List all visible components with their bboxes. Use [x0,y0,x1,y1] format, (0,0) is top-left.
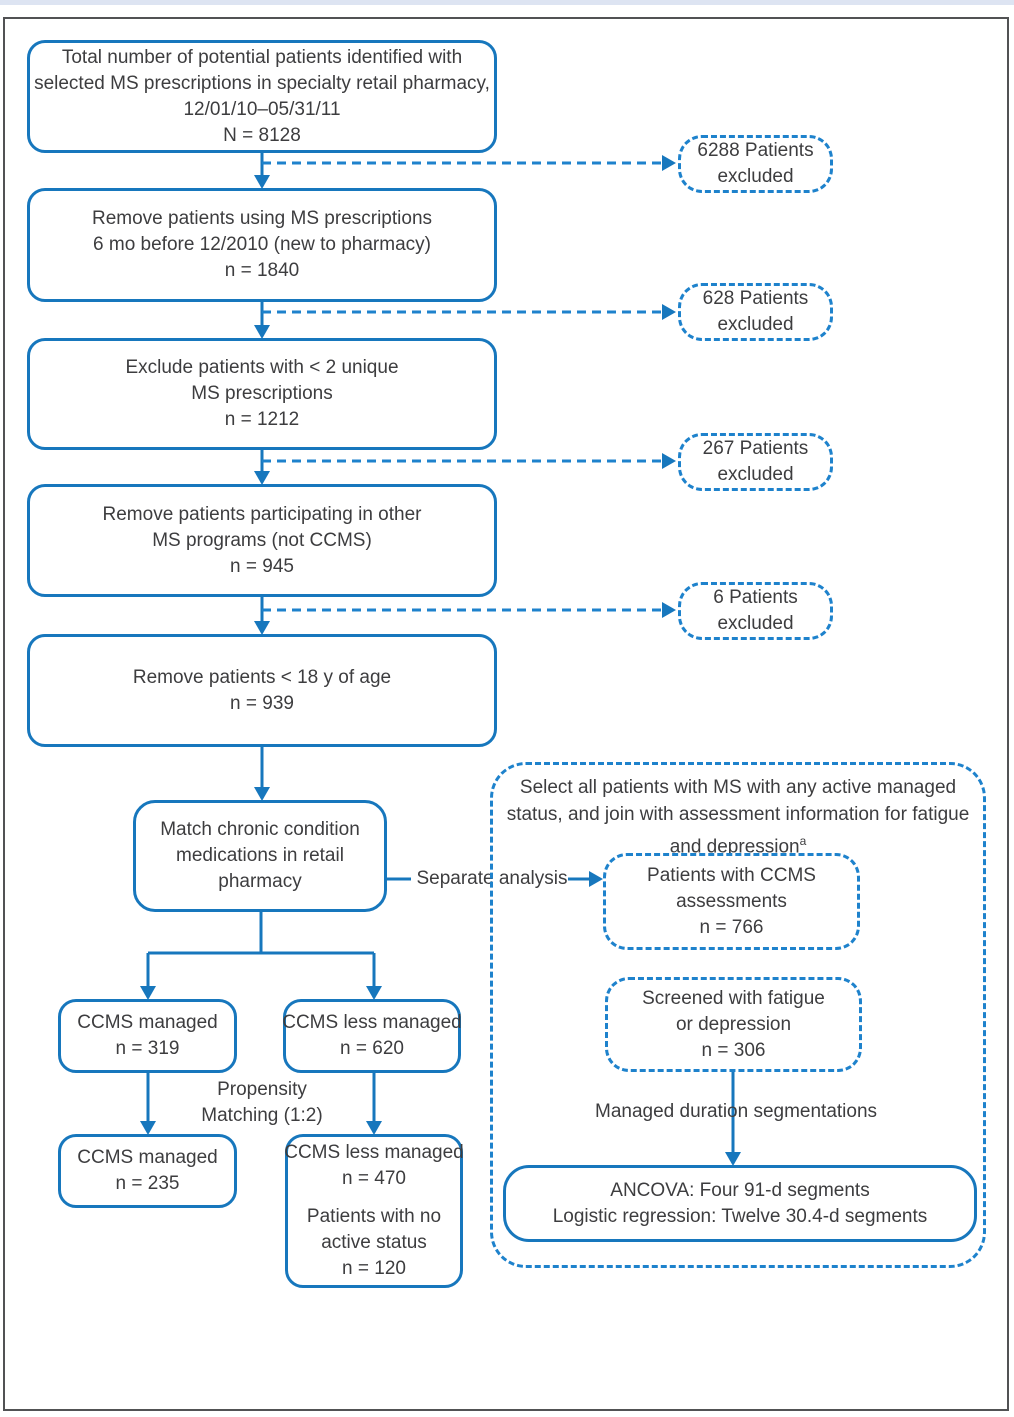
box-text-line: medications in retail [176,845,344,866]
box-remove-new-to-pharmacy: Remove patients using MS prescriptions 6… [27,188,497,302]
box-text-line: 6 mo before 12/2010 (new to pharmacy) [93,234,431,255]
box-count: n = 620 [340,1038,404,1059]
box-text-line: Exclude patients with < 2 unique [125,357,399,378]
box-count: n = 766 [699,916,764,938]
label-line: Propensity [217,1079,307,1100]
box-text-line: Logistic regression: Twelve 30.4-d segme… [552,1205,928,1227]
box-text-line: Patients with CCMS [647,864,816,886]
box-ancova-segments: ANCOVA: Four 91-d segments Logistic regr… [503,1165,977,1242]
box-text-line: Screened with fatigue [642,987,825,1009]
box-text-line: Match chronic condition [160,819,360,840]
box-ccms-less-managed-470: CCMS less managed n = 470 Patients with … [284,1134,464,1288]
box-text-line: MS programs (not CCMS) [152,529,372,551]
panel-heading-line: Select all patients with MS with any act… [519,777,957,798]
box-screened-fatigue-depression-306: Screened with fatigue or depression n = … [605,977,862,1072]
box-text-line: CCMS managed [77,1147,218,1168]
panel-separate-analysis [490,762,986,1268]
box-text-line: Remove patients < 18 y of age [132,666,392,688]
box-count: n = 939 [230,692,294,714]
excluded-label: excluded [717,314,794,335]
box-count: n = 470 [342,1168,406,1189]
box-count: n = 1840 [224,260,300,281]
box-excluded-628: 628 Patients excluded [678,283,833,341]
box-count: n = 945 [230,555,294,577]
panel-heading-line: status, and join with assessment informa… [506,804,970,825]
box-text-line: CCMS managed [77,1012,218,1033]
box-text-line: 12/01/10–05/31/11 [183,98,341,120]
box-text-line: CCMS less managed [284,1142,464,1163]
excluded-count: 6288 Patients [697,140,814,161]
panel-heading-line: and depressiona [669,834,807,858]
box-text-line: assessments [676,890,787,912]
panel-heading: Select all patients with MS with any act… [498,774,978,860]
top-accent-bar [0,0,1014,5]
label-propensity-matching: Propensity Matching (1:2) [182,1077,342,1129]
box-text-line: Remove patients using MS prescriptions [91,208,433,229]
box-count: n = 306 [701,1039,766,1061]
box-text-line: Patients with no [306,1206,442,1227]
box-text-line: ANCOVA: Four 91-d segments [610,1179,870,1201]
box-text-line: CCMS less managed [282,1012,462,1033]
box-count: n = 1212 [224,409,300,430]
box-count: n = 319 [115,1038,180,1059]
box-excluded-6: 6 Patients excluded [678,582,833,640]
box-text-line: active status [321,1232,427,1253]
box-ccms-less-managed-620: CCMS less managed n = 620 [282,999,462,1073]
box-ccms-managed-235: CCMS managed n = 235 [58,1134,237,1208]
box-total-patients: Total number of potential patients ident… [27,40,497,153]
box-remove-under-18: Remove patients < 18 y of age n = 939 [27,634,497,747]
footnote-marker: a [799,834,807,848]
box-ccms-assessments-766: Patients with CCMS assessments n = 766 [603,853,860,950]
box-text-line: or depression [675,1013,792,1035]
box-text-line: Total number of potential patients ident… [61,46,463,68]
box-text-line: pharmacy [218,871,302,892]
label-line: Matching (1:2) [201,1105,323,1126]
box-text-line: selected MS prescriptions in specialty r… [34,72,490,94]
excluded-count: 6 Patients [713,587,798,608]
excluded-label: excluded [717,613,794,634]
excluded-label: excluded [717,464,794,485]
box-count: N = 8128 [223,124,301,146]
excluded-count: 628 Patients [702,288,809,309]
box-ccms-managed-319: CCMS managed n = 319 [58,999,237,1073]
box-exclude-lt2-prescriptions: Exclude patients with < 2 unique MS pres… [27,338,497,450]
box-text-line: Remove patients participating in other [102,503,422,525]
box-remove-other-programs: Remove patients participating in other M… [27,484,497,597]
label-managed-duration-segmentations: Managed duration segmentations [595,1101,878,1122]
box-excluded-6288: 6288 Patients excluded [678,135,833,193]
box-count: n = 120 [342,1258,406,1279]
box-text-line: MS prescriptions [191,383,333,404]
box-match-chronic-condition: Match chronic condition medications in r… [133,800,387,912]
excluded-label: excluded [717,166,794,187]
box-count: n = 235 [115,1173,180,1194]
box-excluded-267: 267 Patients excluded [678,433,833,491]
excluded-count: 267 Patients [702,438,809,459]
